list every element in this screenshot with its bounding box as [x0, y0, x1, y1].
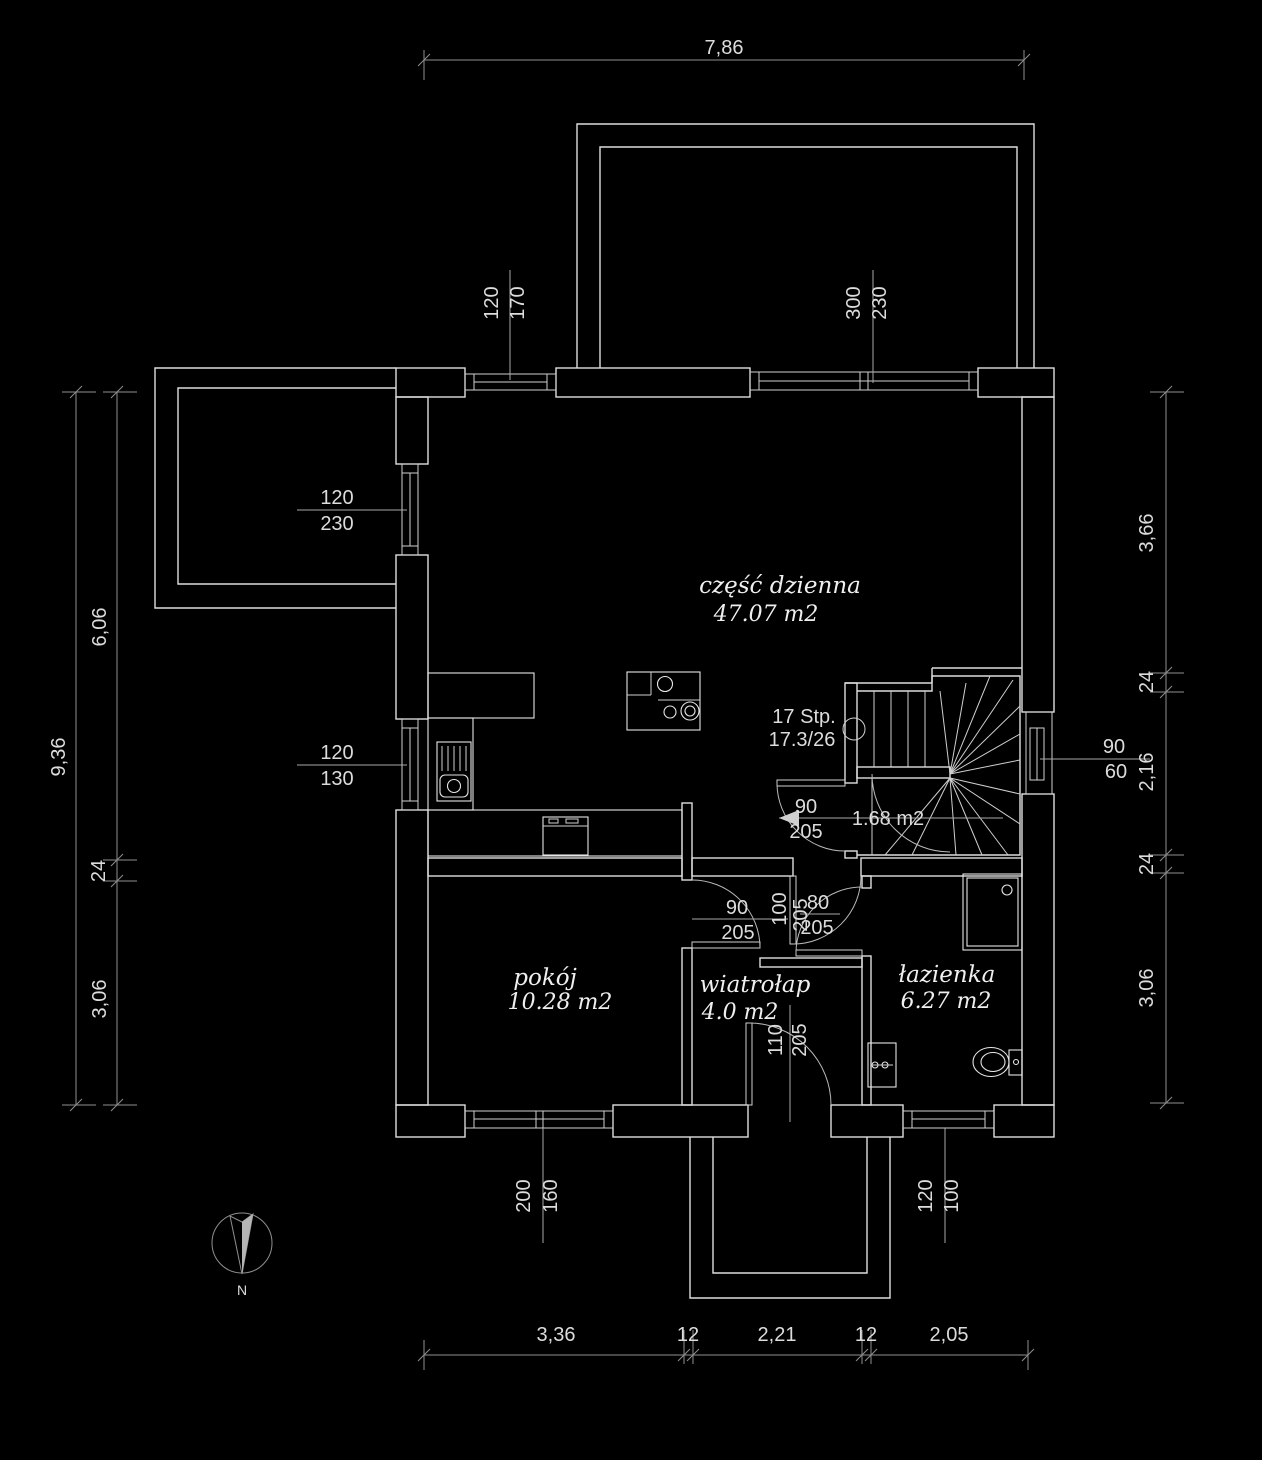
interior-walls	[427, 682, 1023, 1106]
win-pokoj-h: 160	[540, 1179, 562, 1212]
win-east-w: 90	[1103, 736, 1125, 758]
understairs-area: 1.68 m2	[852, 808, 924, 830]
dimension-labels: 7,86 9,36 6,06 24 3,06 3,66 24 2,16 24 3…	[48, 37, 1158, 1346]
win-lazienka-h: 100	[941, 1179, 963, 1212]
door-hall-h: 205	[790, 898, 812, 931]
door-entry-w: 110	[765, 1024, 787, 1056]
win-west-upper-w: 120	[320, 487, 353, 509]
dim-bottom-5: 2,05	[930, 1324, 969, 1346]
toilet	[972, 1046, 1023, 1078]
kitchen-dishwasher	[542, 816, 589, 856]
entry-porch	[689, 1137, 891, 1299]
left-terrace	[154, 367, 396, 609]
window-top-right	[749, 371, 979, 391]
dim-right-upper: 3,66	[1136, 514, 1158, 553]
north-label: N	[237, 1282, 247, 1298]
door-lazienka	[795, 886, 863, 957]
door-lazienka-h: 205	[800, 917, 833, 939]
window-lazienka	[902, 1110, 995, 1129]
win-east-h: 60	[1105, 761, 1127, 783]
dim-left-wall: 24	[88, 860, 110, 882]
room-label-pokoj: pokój	[513, 965, 577, 991]
leader-lines	[297, 270, 1150, 1243]
walkline-arrow	[779, 810, 799, 826]
dim-bottom-1: 3,36	[537, 1324, 576, 1346]
dim-right-mid: 2,16	[1136, 753, 1158, 792]
room-area-lazienka: 6.27 m2	[901, 989, 992, 1014]
shower	[962, 873, 1023, 951]
room-area-czesc-dzienna: 47.07 m2	[713, 602, 819, 627]
door-stairs-h: 205	[789, 821, 822, 843]
door-pokoj-w: 90	[726, 897, 748, 919]
door-pokoj-h: 205	[721, 922, 754, 944]
door-entry	[745, 1022, 832, 1106]
win-top-right-w: 300	[843, 286, 865, 319]
door-hall	[789, 875, 862, 945]
opening-labels: 120 170 300 230 120 230 120 130 90 60 20…	[320, 286, 1127, 1212]
door-stairs	[776, 779, 846, 852]
dimension-lines	[62, 50, 1184, 1370]
room-label-wiatrolap: wiatrołap	[700, 972, 811, 998]
north-arrow: N	[211, 1212, 273, 1298]
door-pokoj	[691, 879, 761, 949]
kitchen-sink	[436, 741, 472, 802]
room-label-czesc-dzienna: część dzienna	[699, 573, 861, 599]
dim-bottom-2: 12	[677, 1324, 699, 1346]
door-lazienka-w: 80	[807, 892, 829, 914]
room-labels: część dzienna 47.07 m2 pokój 10.28 m2 wi…	[508, 573, 996, 1025]
dim-bottom-3: 2,21	[758, 1324, 797, 1346]
win-west-lower-h: 130	[320, 768, 353, 790]
door-entry-h: 205	[789, 1023, 811, 1056]
room-area-pokoj: 10.28 m2	[508, 990, 613, 1015]
top-terrace	[576, 123, 1035, 368]
dim-left-total: 9,36	[48, 738, 70, 777]
win-top-left-h: 170	[507, 286, 529, 319]
win-pokoj-w: 200	[513, 1179, 535, 1212]
dim-top: 7,86	[705, 37, 744, 59]
window-east	[1025, 711, 1053, 795]
win-lazienka-w: 120	[915, 1179, 937, 1212]
bathroom-radiator	[867, 1042, 897, 1088]
window-pokoj	[464, 1110, 614, 1129]
win-top-right-h: 230	[869, 286, 891, 319]
dim-right-wall-top: 24	[1136, 671, 1158, 693]
dim-bottom-4: 12	[855, 1324, 877, 1346]
win-top-left-w: 120	[481, 286, 503, 319]
win-west-lower-w: 120	[320, 742, 353, 764]
room-label-lazienka: łazienka	[899, 962, 996, 988]
staircase	[842, 667, 1022, 856]
dim-right-wall-bottom: 24	[1136, 853, 1158, 875]
room-area-wiatrolap: 4.0 m2	[701, 1000, 779, 1025]
win-west-upper-h: 230	[320, 513, 353, 535]
dim-left-upper: 6,06	[89, 608, 111, 647]
stairs-steps: 17 Stp.	[772, 706, 835, 728]
door-stairs-w: 90	[795, 796, 817, 818]
stairs-ratio: 17.3/26	[769, 729, 836, 751]
door-hall-w: 100	[769, 892, 791, 925]
kitchen-island-cooktop	[626, 671, 701, 731]
dim-right-lower: 3,06	[1136, 969, 1158, 1008]
dim-left-lower: 3,06	[89, 980, 111, 1019]
kitchen-counters	[427, 672, 683, 857]
